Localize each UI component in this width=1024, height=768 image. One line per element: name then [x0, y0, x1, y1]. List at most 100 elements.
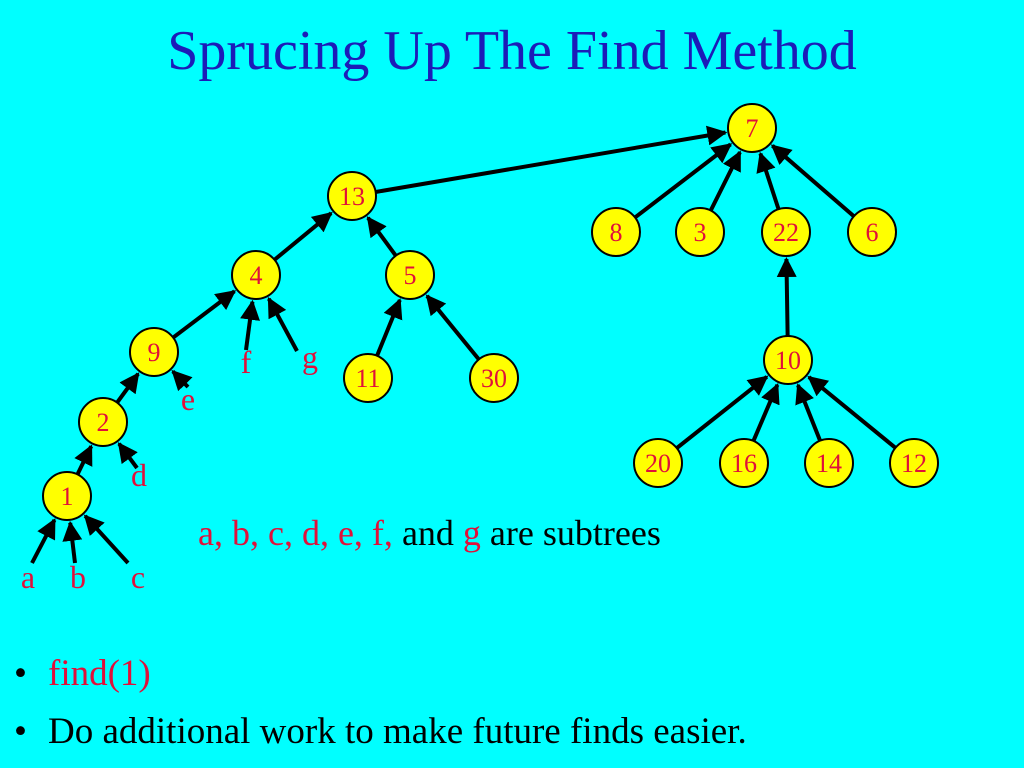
tree-node-label: 11 [355, 364, 380, 393]
caption-subtree-list: a, b, c, d, e, f, [198, 513, 393, 553]
tree-node-3: 3 [675, 207, 725, 257]
tree-node-circle [78, 397, 128, 447]
tree-node-1: 1 [42, 471, 92, 521]
tree-node-circle [763, 335, 813, 385]
subtree-label-b: b [70, 559, 86, 595]
subtree-label-c: c [131, 559, 145, 595]
tree-node-circle [804, 438, 854, 488]
subtree-label-a: a [21, 559, 35, 595]
bullet-dot-icon: • [14, 711, 27, 752]
subtree-label-d: d [131, 457, 147, 493]
bullet-find-call: find(1) [48, 653, 151, 694]
slide-title: Sprucing Up The Find Method [167, 20, 857, 82]
bullet-dot-icon: • [14, 653, 27, 694]
edge-n6-to-n7 [770, 144, 856, 218]
edge-sa-to-n1 [30, 518, 57, 564]
tree-node-7: 7 [727, 103, 777, 153]
tree-node-12: 12 [889, 438, 939, 488]
tree-node-label: 5 [404, 261, 417, 290]
edge-n3-to-n7 [708, 150, 742, 212]
tree-node-5: 5 [385, 250, 435, 300]
subtree-label-f: f [241, 344, 252, 380]
tree-node-label: 1 [61, 482, 74, 511]
tree-node-11: 11 [343, 353, 393, 403]
edge-n10-to-n22 [776, 256, 797, 337]
tree-node-circle [385, 250, 435, 300]
tree-node-circle [129, 327, 179, 377]
caption-rest: are subtrees [489, 513, 661, 553]
edge-sd-to-n2 [117, 442, 139, 470]
tree-node-14: 14 [804, 438, 854, 488]
tree-node-circle [727, 103, 777, 153]
edge-n1-to-n2 [74, 444, 93, 476]
tree-node-label: 14 [816, 449, 842, 478]
edge-n12-to-n10 [807, 375, 897, 450]
tree-node-label: 3 [694, 218, 707, 247]
bullet-additional-work: Do additional work to make future finds … [48, 711, 747, 752]
tree-node-label: 13 [339, 182, 365, 211]
edge-n5-to-n13 [366, 216, 398, 257]
tree-node-circle [42, 471, 92, 521]
tree-node-label: 30 [481, 364, 507, 393]
edge-sc-to-n1 [83, 514, 130, 565]
tree-node-4: 4 [231, 250, 281, 300]
caption-g: g [462, 513, 481, 553]
tree-node-label: 10 [775, 346, 801, 375]
tree-node-label: 2 [97, 408, 110, 437]
edge-n14-to-n10 [795, 383, 822, 442]
tree-node-circle [591, 207, 641, 257]
edge-n20-to-n10 [675, 375, 769, 450]
nodes-layer: 7 13 8 3 22 6 4 5 9 11 30 10 2 20 16 14 12 1 [42, 103, 939, 521]
tree-node-circle [231, 250, 281, 300]
edges-layer [30, 125, 897, 565]
edge-sf-to-n4 [240, 299, 260, 351]
tree-node-circle [847, 207, 897, 257]
bullet-item: • Do additional work to make future finds… [14, 703, 747, 761]
tree-node-16: 16 [719, 438, 769, 488]
edge-n16-to-n10 [751, 382, 780, 442]
edge-n30-to-n5 [425, 294, 481, 361]
tree-node-label: 16 [731, 449, 757, 478]
tree-node-6: 6 [847, 207, 897, 257]
tree-node-20: 20 [633, 438, 683, 488]
tree-node-circle [719, 438, 769, 488]
caption-and: and [401, 513, 454, 553]
tree-node-circle [675, 207, 725, 257]
tree-node-circle [327, 171, 377, 221]
edge-n11-to-n5 [375, 298, 403, 357]
edge-n8-to-n7 [633, 142, 733, 220]
tree-node-circle [889, 438, 939, 488]
edge-sb-to-n1 [62, 520, 83, 564]
subtree-caption: a, b, c, d, e, f, and g are subtrees [198, 512, 661, 554]
tree-node-circle [343, 353, 393, 403]
tree-node-30: 30 [469, 353, 519, 403]
tree-node-label: 7 [746, 114, 759, 143]
tree-node-circle [469, 353, 519, 403]
edge-n2-to-n9 [115, 372, 140, 404]
tree-node-10: 10 [763, 335, 813, 385]
subtree-label-e: e [181, 381, 195, 417]
bullet-list: • find(1) • Do additional work to make fut… [14, 645, 747, 761]
tree-node-22: 22 [761, 207, 811, 257]
edge-se-to-n9 [171, 369, 193, 392]
tree-node-label: 4 [250, 261, 263, 290]
tree-node-label: 22 [773, 218, 799, 247]
subtree-label-g: g [302, 339, 318, 375]
tree-node-label: 8 [610, 218, 623, 247]
tree-node-circle [761, 207, 811, 257]
edge-n9-to-n4 [171, 289, 237, 340]
tree-node-label: 9 [148, 338, 161, 367]
tree-node-8: 8 [591, 207, 641, 257]
tree-node-circle [633, 438, 683, 488]
edge-n4-to-n13 [273, 211, 333, 262]
tree-node-label: 6 [866, 218, 879, 247]
edge-sg-to-n4 [267, 297, 299, 352]
edge-n22-to-n7 [756, 151, 781, 210]
bullet-item: • find(1) [14, 645, 747, 703]
tree-node-13: 13 [327, 171, 377, 221]
edge-n13-to-n7 [375, 125, 728, 194]
tree-node-label: 12 [901, 449, 927, 478]
tree-node-9: 9 [129, 327, 179, 377]
